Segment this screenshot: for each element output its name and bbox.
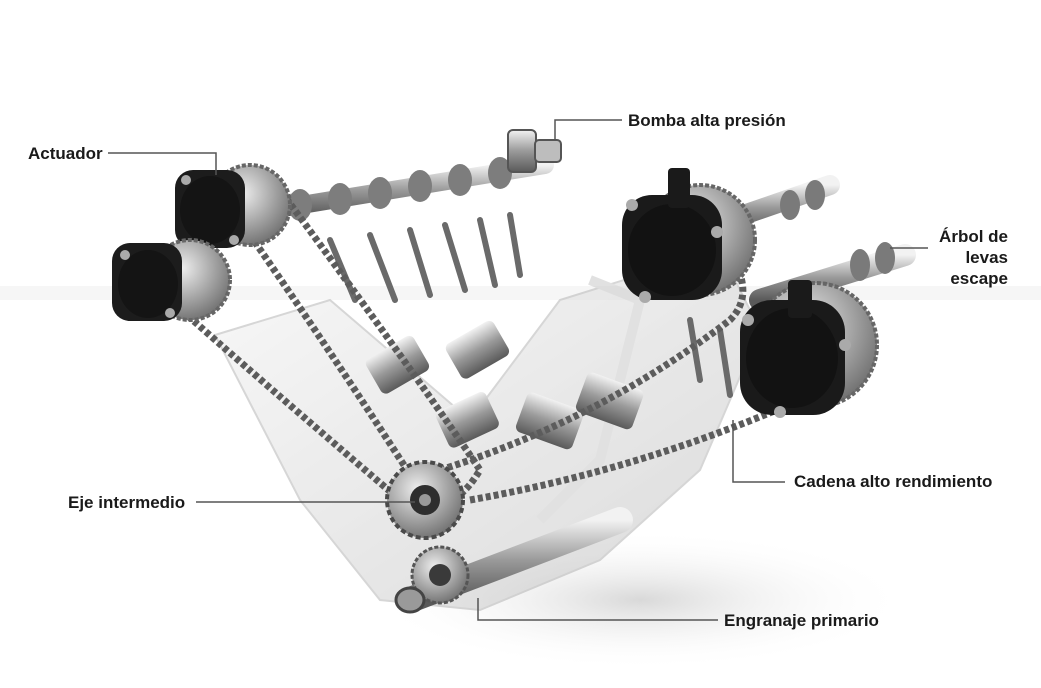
high-pressure-pump [507, 129, 562, 173]
label-bomba-alta-presion: Bomba alta presión [628, 111, 786, 130]
label-arbol-line2: levas [965, 248, 1008, 267]
label-arbol-line1: Árbol de [939, 227, 1008, 246]
right-actuator-lower [740, 280, 879, 418]
timing-chains [167, 187, 817, 505]
label-cadena-alto-rendimiento: Cadena alto rendimiento [794, 472, 993, 491]
label-arbol-levas-escape: Árbol de levas escape [928, 226, 1008, 289]
left-camshaft [231, 156, 554, 224]
left-actuator-upper [175, 163, 292, 248]
label-actuador: Actuador [28, 144, 103, 163]
left-actuator-lower [112, 238, 232, 322]
leader-cadena [732, 420, 785, 483]
intermediate-gear [385, 460, 465, 540]
right-actuator-upper [622, 168, 757, 303]
label-engranaje-primario: Engranaje primario [724, 611, 879, 630]
label-arbol-line3: escape [950, 269, 1008, 288]
leader-engranaje [477, 598, 718, 621]
leader-bomba [554, 119, 622, 140]
label-eje-intermedio: Eje intermedio [68, 493, 186, 512]
crankshaft [394, 507, 633, 614]
leader-lines [108, 119, 928, 621]
leader-actuador [108, 152, 217, 175]
valve-springs [327, 212, 733, 398]
